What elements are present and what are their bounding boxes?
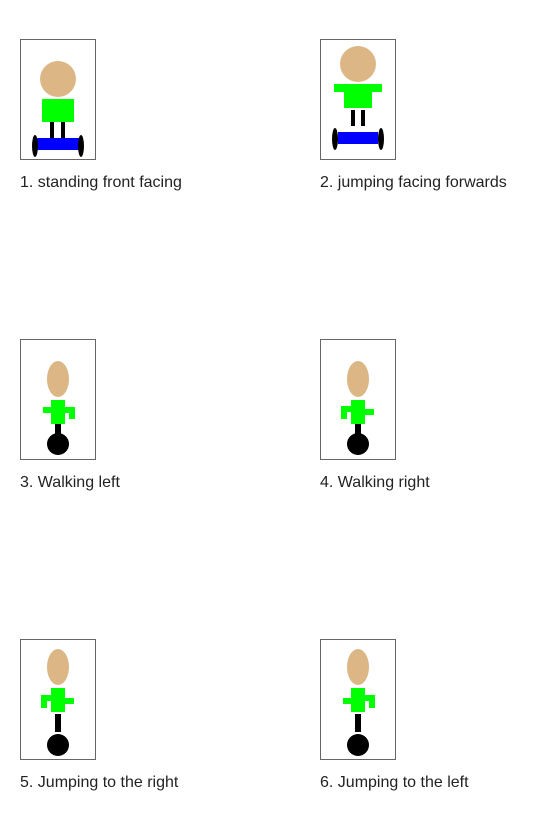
sprite-frame xyxy=(20,339,96,460)
sprite-frame xyxy=(320,339,396,460)
sprite-frame xyxy=(320,39,396,160)
left-hand xyxy=(41,695,47,708)
torso xyxy=(42,99,74,122)
wheel xyxy=(347,734,369,756)
left-arm xyxy=(343,698,353,704)
standing-front-figure xyxy=(32,61,84,157)
wheel xyxy=(347,433,369,455)
caption: 4. Walking right xyxy=(320,474,430,491)
jumping-front-figure xyxy=(332,46,384,150)
torso xyxy=(351,688,365,712)
wheel xyxy=(47,433,69,455)
panel-4: 4. Walking right xyxy=(320,339,551,519)
walking-right-figure xyxy=(341,361,374,455)
right-leg xyxy=(61,122,65,138)
wheel xyxy=(47,734,69,756)
right-wheel xyxy=(378,128,384,150)
head xyxy=(347,361,369,397)
hoverboard xyxy=(37,138,80,150)
caption: 5. Jumping to the right xyxy=(20,774,179,791)
head xyxy=(47,649,69,685)
leg xyxy=(355,714,361,732)
walking-left-figure xyxy=(43,361,75,455)
leg xyxy=(355,424,361,438)
head xyxy=(340,46,376,82)
torso xyxy=(51,400,65,424)
right-arm xyxy=(363,409,374,415)
left-leg xyxy=(50,122,54,138)
panel-2: 2. jumping facing forwards xyxy=(320,39,551,219)
right-hand xyxy=(69,407,75,419)
right-arm xyxy=(63,698,74,704)
jumping-left-figure xyxy=(343,649,375,756)
right-leg xyxy=(361,110,365,126)
caption: 1. standing front facing xyxy=(20,174,182,191)
torso xyxy=(351,400,365,424)
head xyxy=(347,649,369,685)
leg xyxy=(55,714,61,732)
head xyxy=(40,61,76,97)
right-hand xyxy=(369,695,375,708)
left-arm xyxy=(43,407,53,413)
torso xyxy=(51,688,65,712)
sprite-frame xyxy=(20,39,96,160)
panel-3: 3. Walking left xyxy=(20,339,260,519)
caption: 2. jumping facing forwards xyxy=(320,174,507,191)
left-wheel xyxy=(32,135,38,157)
caption: 3. Walking left xyxy=(20,474,120,491)
panel-5: 5. Jumping to the right xyxy=(20,639,260,819)
head xyxy=(47,361,69,397)
left-leg xyxy=(351,110,355,126)
sprite-frame xyxy=(20,639,96,760)
left-hand xyxy=(341,406,347,419)
hoverboard xyxy=(338,132,378,144)
panel-1: 1. standing front facing xyxy=(20,39,260,219)
jumping-right-figure xyxy=(41,649,74,756)
left-wheel xyxy=(332,128,338,150)
leg xyxy=(55,424,61,438)
right-wheel xyxy=(78,135,84,157)
torso xyxy=(344,84,372,108)
panel-6: 6. Jumping to the left xyxy=(320,639,551,819)
caption: 6. Jumping to the left xyxy=(320,774,469,791)
sprite-frame xyxy=(320,639,396,760)
